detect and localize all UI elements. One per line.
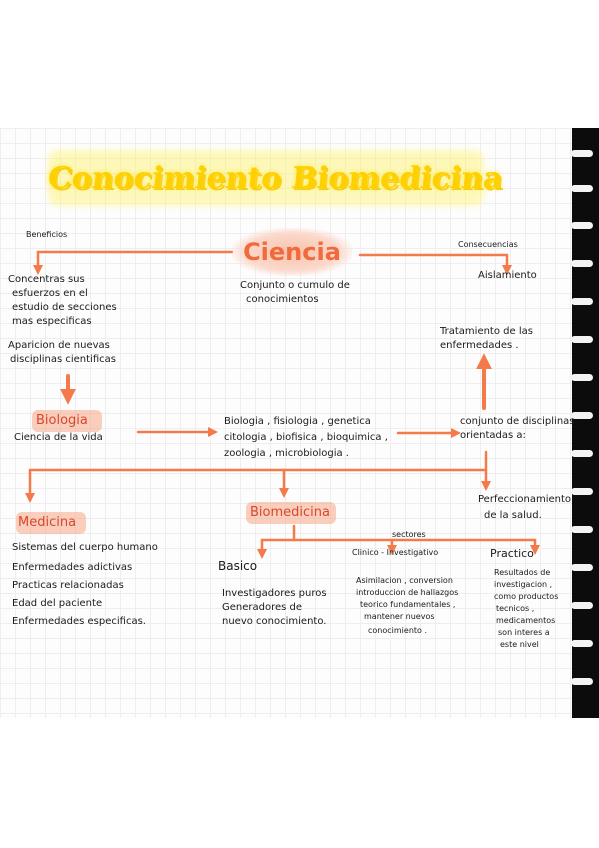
node-practico: Practico	[490, 547, 534, 560]
perfeccionamiento-line: de la salud.	[484, 510, 542, 521]
notebook-sheet	[0, 128, 578, 718]
binding-ring	[571, 602, 593, 609]
conjunto-line: conjunto de disciplinas	[460, 416, 575, 427]
clinico-item: mantener nuevos	[364, 612, 435, 621]
clinico-item: teorico fundamentales ,	[360, 600, 456, 609]
medicina-item: Sistemas del cuerpo humano	[12, 542, 158, 553]
practico-item: son interes a	[498, 628, 550, 637]
clinico-item: Asimilacion , conversion	[356, 576, 453, 585]
clinico-item: introduccion de hallazgos	[356, 588, 459, 597]
node-ciencia: Ciencia	[232, 228, 352, 276]
node-basico: Basico	[218, 559, 258, 573]
beneficio-item: esfuerzos en el	[12, 288, 88, 299]
medicina-highlight	[16, 512, 86, 534]
biologia-def: Ciencia de la vida	[14, 432, 103, 443]
beneficio-item: Concentras sus	[8, 274, 85, 285]
binding-ring	[571, 564, 593, 571]
practico-item: medicamentos	[496, 616, 556, 625]
binding-ring	[571, 640, 593, 647]
binding-ring	[571, 412, 593, 419]
basico-item: Generadores de	[222, 602, 303, 613]
binding-ring	[571, 150, 593, 157]
binding-ring	[571, 260, 593, 267]
beneficio-item: estudio de secciones	[12, 302, 117, 313]
page-title: Conocimiento Biomedicina	[46, 161, 505, 196]
tratamiento-line: Tratamiento de las	[440, 326, 533, 337]
practico-item: Resultados de	[494, 568, 551, 577]
node-biomedicina: Biomedicina	[250, 505, 330, 520]
binding-ring	[571, 526, 593, 533]
beneficio-item: disciplinas cientificas	[10, 354, 116, 365]
binding-ring	[571, 450, 593, 457]
practico-item: investigacion ,	[494, 580, 553, 589]
perfeccionamiento-line: Perfeccionamiento	[478, 494, 572, 505]
tratamiento-line: enfermedades .	[440, 340, 519, 351]
node-biologia: Biologia	[36, 413, 88, 428]
arrow-ciencia-beneficios	[33, 250, 234, 275]
practico-item: como productos	[494, 592, 559, 601]
arrow-bar-medicina	[25, 468, 486, 503]
clinico-item: conocimiento .	[368, 626, 428, 635]
binding-ring	[571, 185, 593, 192]
biologia-highlight	[32, 410, 102, 432]
arrow-ciencia-consecuencias	[358, 253, 512, 275]
ciencia-def-line: Conjunto o cumulo de	[240, 280, 350, 291]
label-sectores: sectores	[392, 530, 426, 539]
binding-ring	[571, 222, 593, 229]
basico-item: nuevo conocimiento.	[222, 616, 327, 627]
label-beneficios: Beneficios	[26, 230, 68, 239]
label-consecuencias: Consecuencias	[458, 240, 518, 249]
medicina-item: Enfermedades especificas.	[12, 616, 146, 627]
binding-ring	[571, 374, 593, 381]
basico-item: Investigadores puros	[222, 588, 327, 599]
beneficio-item: mas especificas	[12, 316, 92, 327]
medicina-item: Practicas relacionadas	[12, 580, 124, 591]
medicina-item: Enfermedades adictivas	[12, 562, 133, 573]
medicina-item: Edad del paciente	[12, 598, 103, 609]
disciplina-line: zoologia , microbiologia .	[224, 448, 349, 459]
biomedicina-highlight	[246, 502, 336, 524]
node-clinico: Clinico - Investigativo	[352, 548, 439, 557]
title-highlight	[48, 150, 484, 206]
beneficio-item: Aparicion de nuevas	[8, 340, 110, 351]
binding-ring	[571, 488, 593, 495]
ciencia-def-line: conocimientos	[246, 294, 319, 305]
conjunto-line: orientadas a:	[460, 430, 526, 441]
binding-ring	[571, 298, 593, 305]
binding-ring	[571, 678, 593, 685]
node-medicina: Medicina	[18, 515, 77, 530]
disciplina-line: citologia , biofisica , bioquimica ,	[224, 432, 388, 443]
practico-item: este nivel	[500, 640, 539, 649]
binding-ring	[571, 336, 593, 343]
practico-item: tecnicos ,	[496, 604, 535, 613]
disciplina-line: Biologia , fisiologia , genetica	[224, 416, 371, 427]
node-aislamiento: Aislamiento	[478, 270, 537, 281]
